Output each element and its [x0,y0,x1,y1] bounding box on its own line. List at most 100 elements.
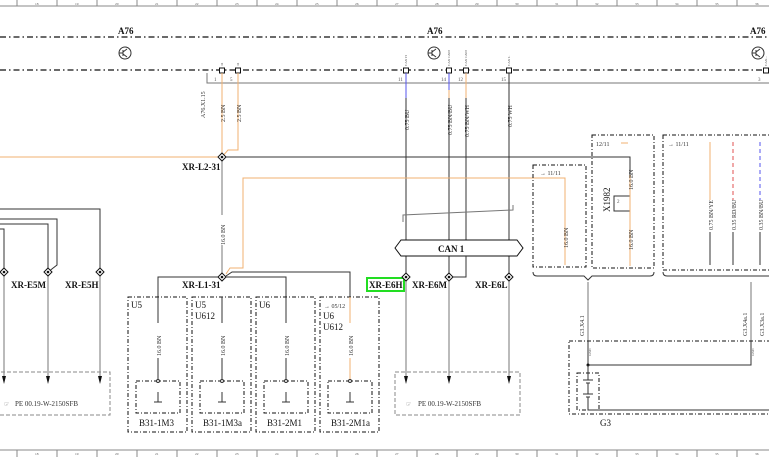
pe-reference-box[interactable] [394,371,521,416]
wire-label: 2.5 BN [221,104,227,122]
highlight-box [366,277,405,292]
ruler-label: 33 [635,2,639,6]
pin-signal: CAN GND [464,50,468,66]
pin-signal: CAN GND [447,50,451,66]
ground-icon [282,392,290,403]
arrow-down-icon [404,376,511,384]
connector-box [591,134,655,269]
reference-link[interactable]: → 11/11 [540,171,561,177]
ruler-label: 23 [235,452,239,456]
wire [225,177,566,275]
pin-number: 5 [230,78,233,83]
wire [3,272,101,376]
wire-label: 16.0 BN [349,335,355,356]
transistor-icon [118,46,132,60]
wire [222,276,287,297]
connector-label: A76.X1.15 [201,91,207,118]
pin-number: 15 [501,78,507,83]
bus-label: CAN 1 [438,244,465,254]
component-code: U6 [259,300,270,310]
ruler-label: 24 [275,2,279,6]
component-label: B31-2M1 [267,418,302,428]
wire [225,271,351,297]
ruler-label: 35 [715,452,719,456]
ruler-label: 23 [235,2,239,6]
ruler-label: 18 [35,2,39,6]
pin-number: 14 [441,78,447,83]
wire [402,205,514,222]
can-bus [394,239,524,257]
ruler-label: 30 [515,2,519,6]
ruler-label: 20 [115,2,119,6]
splice-label-highlighted[interactable]: XR-E6H [369,280,403,290]
pe-reference-link[interactable]: PE 00.19-W-2150SFB [418,400,481,408]
ruler-label: 26 [355,452,359,456]
ruler-label: 36 [755,2,759,6]
ruler-label: 30 [515,452,519,456]
reference-link[interactable]: → 11/11 [668,142,689,148]
ruler-label: 36 [755,452,759,456]
connector-label: G3.X4.1 [580,315,586,336]
connector-housing [206,73,769,84]
connector-box [662,134,769,271]
ruler-label: 33 [635,452,639,456]
wire-label: 16.0 BN [157,335,163,356]
pin [403,67,409,74]
pin-signal: 31 [220,62,224,66]
pin-number: 11 [398,78,403,83]
pin-number: 3 [758,78,761,83]
wire [0,208,101,272]
component-code: U5 [195,300,206,310]
wire-label: 16.0 BN [221,335,227,356]
splice-label: XR-L1-31 [182,280,221,290]
ruler-label: 21 [155,2,159,6]
pin [235,67,241,74]
wire-label: 0.35 RD/BU [732,199,738,230]
reference-link[interactable]: → 05/12 [324,304,345,310]
component-label: B31-2M1a [331,418,370,428]
ruler-label: 24 [275,452,279,456]
ruler-label: 21 [155,452,159,456]
ruler-label: 34 [675,452,679,456]
ruler-label: 26 [355,2,359,6]
pe-reference-box[interactable] [0,371,111,416]
splice-label: XR-E6L [475,280,508,290]
splice-label: XR-E5M [11,280,46,290]
reference-icon: ☞ [4,402,9,408]
component-code: U5 [131,300,142,310]
pin [446,67,452,74]
wire [221,73,239,158]
wire-label: 0.75 BN/BU [448,104,454,135]
arrow-down-icon [2,376,102,384]
ruler-label: 29 [475,452,479,456]
connector-label: G3.X3a.1 [760,313,766,336]
wire-label: 0.75 BN/WH [465,104,471,137]
reference-link[interactable]: 12/11 [596,142,609,148]
component-label: B31-1M3a [203,418,242,428]
ruler-label: 25 [315,452,319,456]
pin [463,67,469,74]
ruler-label: 19 [75,452,79,456]
transistor-icon [427,46,441,60]
wire [157,276,222,297]
ground-icon [218,392,226,403]
ruler-label: 32 [595,2,599,6]
component-label: B31-1M3 [139,418,175,428]
connector-label: G3.X4a.1 [743,313,749,336]
connector-box [532,164,587,268]
pin-signal: CAN H [404,55,408,66]
ruler-label: 31 [555,452,559,456]
wire-label: 16.0 BN [285,335,291,356]
module-label: A76 [118,26,134,36]
ground-icon [346,392,354,403]
pin-signal: CAN L [507,56,511,66]
ruler-label: 25 [315,2,319,6]
wire [0,228,5,272]
pe-reference-link[interactable]: PE 00.19-W-2150SFB [15,400,78,408]
